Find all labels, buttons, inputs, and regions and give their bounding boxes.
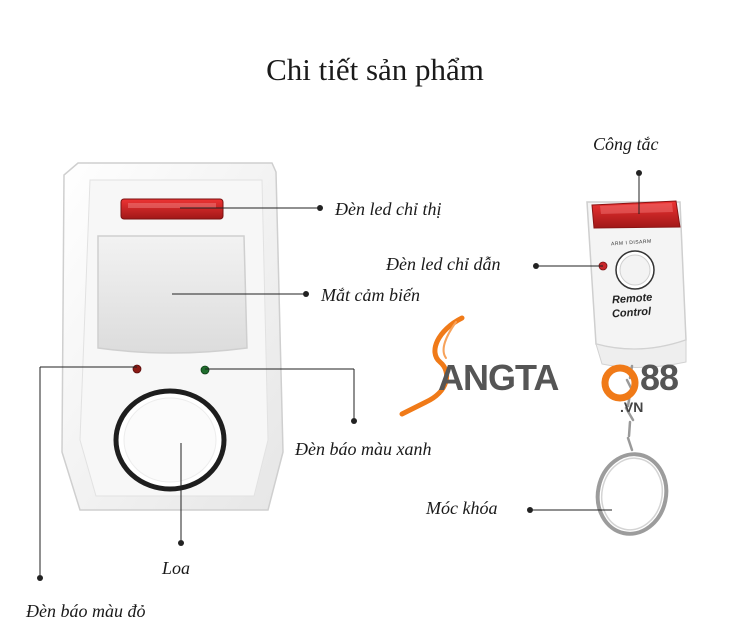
remote-control-device [586,200,687,536]
label-sensor-eye: Mắt cảm biến [321,285,420,305]
callout-lines [37,170,642,581]
page-title: Chi tiết sản phẩm [266,52,484,87]
label-guide-led: Đèn led chỉ dẫn [386,254,501,274]
motion-sensor-device [61,162,284,511]
logo-domain: .VN [620,399,644,415]
label-red-light: Đèn báo màu đỏ [26,601,146,621]
label-speaker: Loa [162,558,191,578]
label-switch: Công tắc [593,134,659,154]
label-keychain: Móc khóa [426,498,498,518]
logo-number: 88 [640,357,679,398]
label-indicator-led: Đèn led chỉ thị [335,199,442,219]
logo-text: ANGTA [438,357,559,398]
sangtao-logo-mark [399,315,639,417]
label-green-light: Đèn báo màu xanh [295,439,432,459]
